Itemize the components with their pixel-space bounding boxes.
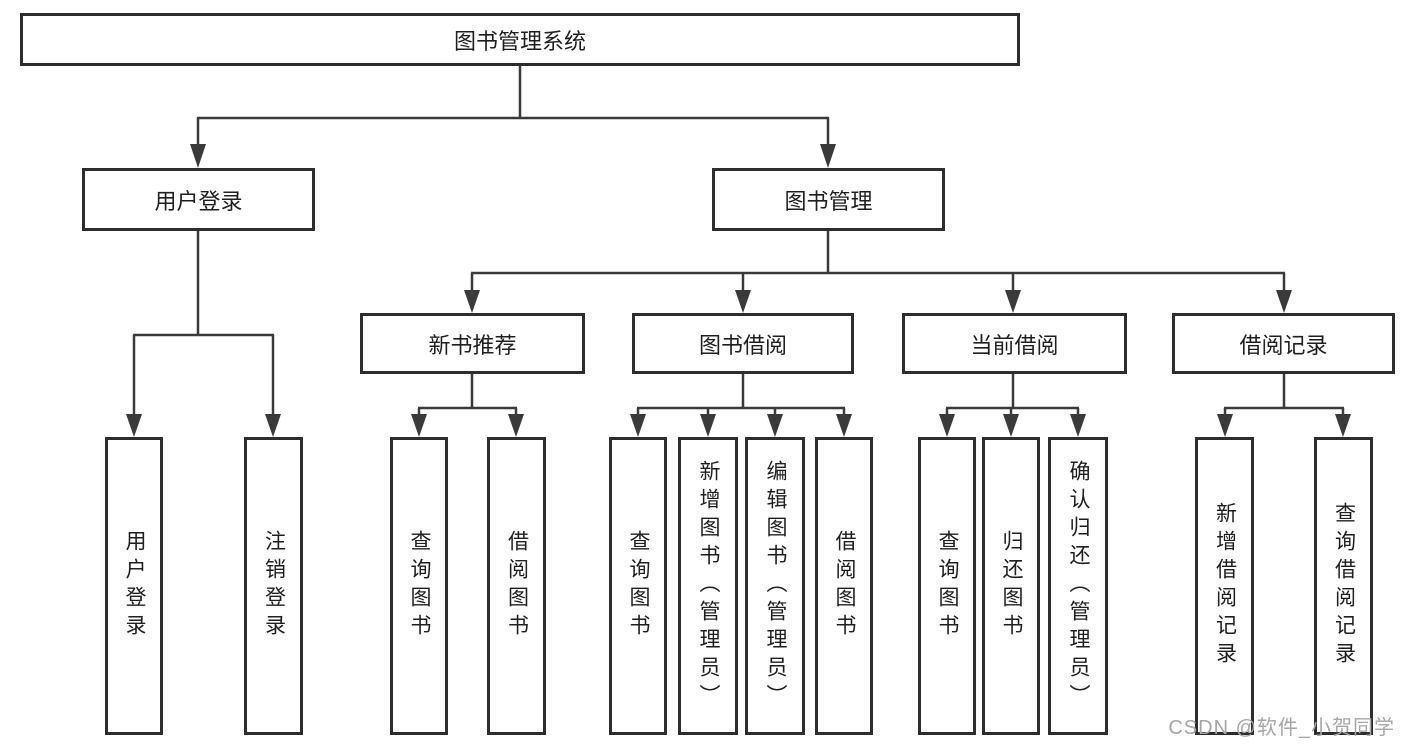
- leaf-query-borrow-record: 查询借阅记录: [1314, 437, 1373, 735]
- csdn-watermark: CSDN @软件_小贺同学: [1168, 717, 1395, 739]
- leaf-query-books-recommend: 查询图书: [390, 437, 448, 735]
- node-user-login: 用户登录: [82, 168, 315, 231]
- leaf-user-login: 用户登录: [105, 437, 163, 735]
- leaf-add-books-admin: 新增图书（管理员）: [678, 437, 738, 735]
- leaf-return-books: 归还图书: [982, 437, 1040, 735]
- leaf-add-borrow-record: 新增借阅记录: [1195, 437, 1254, 735]
- leaf-borrow-books: 借阅图书: [815, 437, 873, 735]
- leaf-query-books-borrow: 查询图书: [609, 437, 667, 735]
- node-new-book-recommend: 新书推荐: [360, 313, 585, 374]
- leaf-confirm-return-admin: 确认归还（管理员）: [1048, 437, 1108, 735]
- node-library-system: 图书管理系统: [20, 13, 1020, 66]
- node-book-borrow: 图书借阅: [632, 313, 854, 374]
- node-current-borrow: 当前借阅: [902, 313, 1127, 374]
- node-book-management: 图书管理: [712, 168, 945, 231]
- leaf-borrow-books-recommend: 借阅图书: [487, 437, 546, 735]
- leaf-edit-books-admin: 编辑图书（管理员）: [745, 437, 805, 735]
- leaf-query-books-current: 查询图书: [918, 437, 976, 735]
- leaf-logout: 注销登录: [244, 437, 303, 735]
- node-borrow-records: 借阅记录: [1172, 313, 1395, 374]
